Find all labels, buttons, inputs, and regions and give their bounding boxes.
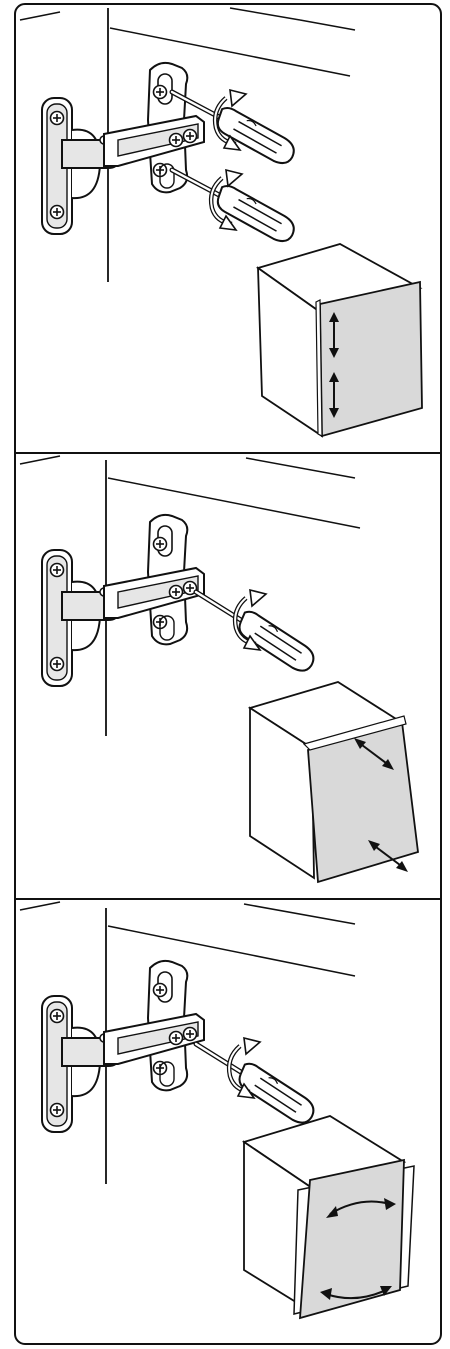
figure-svg: [0, 0, 450, 1349]
hinge-adjustment-figure: [0, 0, 450, 1349]
